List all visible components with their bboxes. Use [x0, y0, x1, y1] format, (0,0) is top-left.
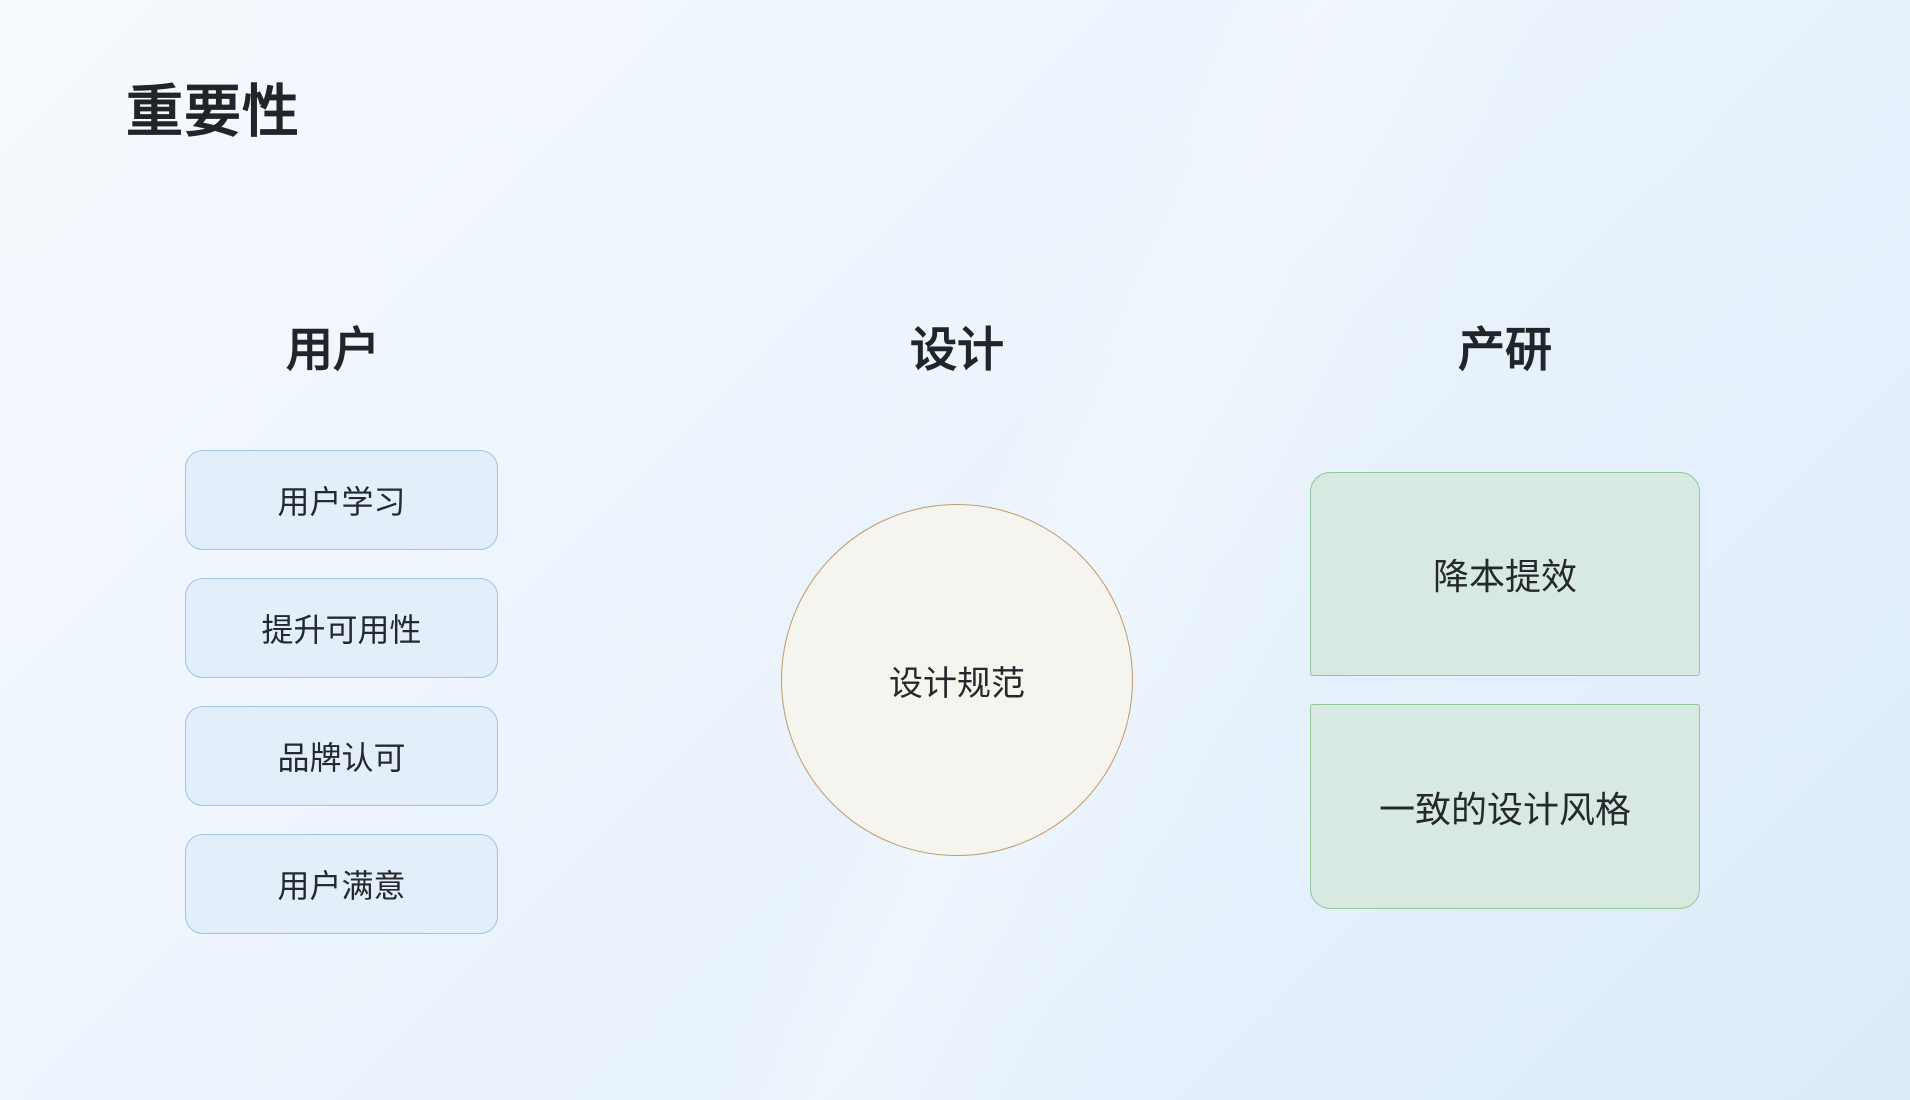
design-spec-circle: 设计规范	[781, 504, 1133, 856]
column-header-product: 产研	[1458, 323, 1552, 376]
product-item-box-efficiency: 降本提效	[1310, 472, 1700, 676]
product-item-box-consistent-style: 一致的设计风格	[1310, 704, 1700, 909]
user-item-box-satisfaction: 用户满意	[185, 834, 498, 934]
user-item-box-learning: 用户学习	[185, 450, 498, 550]
column-header-user: 用户	[286, 323, 380, 376]
column-header-design: 设计	[910, 323, 1004, 376]
page-title: 重要性	[126, 80, 300, 144]
user-item-box-brand: 品牌认可	[185, 706, 498, 806]
user-item-box-usability: 提升可用性	[185, 578, 498, 678]
